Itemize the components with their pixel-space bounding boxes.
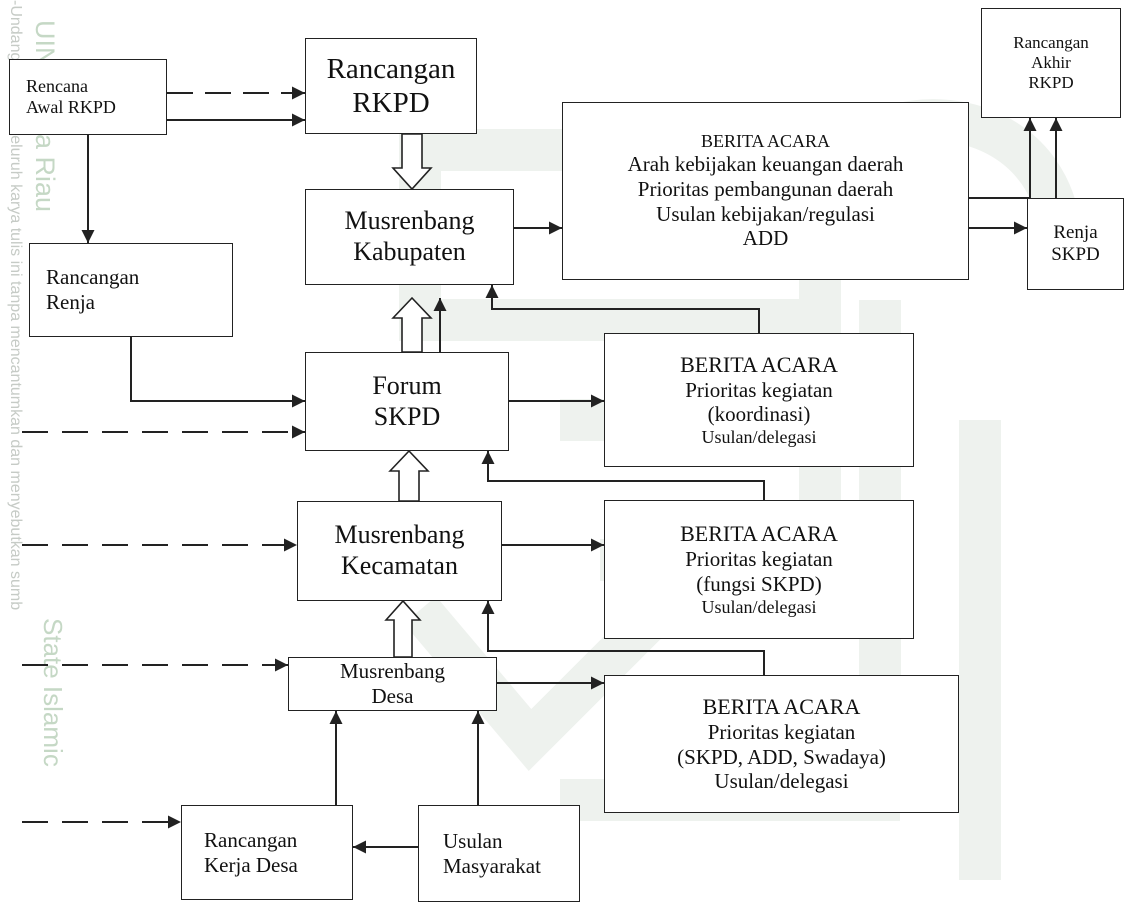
- box-berita-acara-kecamatan: BERITA ACARA Prioritas kegiatan (fungsi …: [604, 500, 914, 639]
- hollow-arrow-desa-to-kecamatan: [384, 599, 422, 658]
- berita1-line-4: Usulan kebijakan/regulasi: [656, 201, 875, 226]
- rancangan-kerja-line-2: Kerja Desa: [204, 852, 298, 877]
- rancangan-rkpd-line-2: RKPD: [352, 87, 430, 119]
- box-berita-acara-rkpd: BERITA ACARA Arah kebijakan keuangan dae…: [562, 102, 969, 280]
- box-berita-acara-forum: BERITA ACARA Prioritas kegiatan (koordin…: [604, 333, 914, 467]
- hollow-arrow-rkpd-to-kabupaten: [391, 133, 433, 191]
- berita3-line-2: Prioritas kegiatan: [685, 547, 833, 572]
- berita2-line-2: Prioritas kegiatan: [685, 377, 833, 402]
- berita1-line-3: Prioritas pembangunan daerah: [637, 176, 894, 201]
- forum-skpd-line-2: SKPD: [373, 401, 441, 431]
- box-rencana-awal-rkpd: Rencana Awal RKPD: [9, 59, 167, 135]
- box-rancangan-akhir-rkpd: Rancangan Akhir RKPD: [981, 8, 1121, 118]
- berita3-line-3: (fungsi SKPD): [696, 571, 822, 596]
- renja-skpd-line-2: SKPD: [1051, 244, 1100, 265]
- hollow-arrow-forum-to-kabupaten: [391, 296, 433, 353]
- berita4-line-2: Prioritas kegiatan: [707, 719, 856, 744]
- box-musrenbang-kabupaten: Musrenbang Kabupaten: [305, 189, 514, 285]
- kabupaten-line-2: Kabupaten: [353, 237, 466, 266]
- rancangan-akhir-line-2: Akhir: [1031, 52, 1071, 72]
- hollow-arrow-kecamatan-to-forum: [388, 449, 430, 502]
- rancangan-rkpd-line-1: Rancangan: [326, 52, 456, 85]
- feedback-berita3-to-forum: [481, 451, 765, 500]
- berita4-line-1: BERITA ACARA: [702, 693, 861, 719]
- berita4-line-3: (SKPD, ADD, Swadaya): [677, 744, 886, 769]
- box-forum-skpd: Forum SKPD: [305, 352, 509, 451]
- usulan-line-1: Usulan: [443, 828, 503, 853]
- box-musrenbang-kecamatan: Musrenbang Kecamatan: [297, 501, 502, 601]
- kecamatan-line-1: Musrenbang: [334, 520, 465, 550]
- forum-skpd-line-1: Forum: [372, 370, 442, 400]
- rancangan-akhir-line-1: Rancangan: [1013, 32, 1089, 52]
- usulan-line-2: Masyarakat: [443, 853, 541, 878]
- kabupaten-line-1: Musrenbang: [344, 206, 475, 236]
- box-rancangan-renja: Rancangan Renja: [29, 243, 233, 337]
- box-musrenbang-desa: Musrenbang Desa: [288, 657, 497, 711]
- renja-skpd-line-1: Renja: [1053, 221, 1098, 243]
- berita1-line-2: Arah kebijakan keuangan daerah: [627, 152, 904, 177]
- kecamatan-line-2: Kecamatan: [341, 551, 458, 580]
- box-rancangan-rkpd: Rancangan RKPD: [305, 38, 477, 134]
- feedback-berita2-to-kabupaten: [485, 285, 760, 333]
- rancangan-renja-line-1: Rancangan: [46, 265, 140, 290]
- berita2-line-1: BERITA ACARA: [680, 351, 838, 377]
- watermark-side-text: -Undang ian atau seluruh karya tulis ini…: [7, 0, 24, 611]
- desa-line-2: Desa: [371, 684, 414, 708]
- box-renja-skpd: Renja SKPD: [1027, 198, 1124, 290]
- rencana-awal-line-1: Rencana: [26, 75, 88, 96]
- berita2-line-4: Usulan/delegasi: [701, 427, 817, 448]
- desa-line-1: Musrenbang: [340, 659, 445, 684]
- box-usulan-masyarakat: Usulan Masyarakat: [418, 805, 580, 902]
- rancangan-akhir-line-3: RKPD: [1028, 73, 1074, 93]
- rancangan-renja-line-2: Renja: [46, 290, 95, 314]
- berita3-line-1: BERITA ACARA: [680, 521, 838, 547]
- feedback-berita4-to-kecamatan: [481, 601, 765, 675]
- box-rancangan-kerja-desa: Rancangan Kerja Desa: [181, 805, 353, 900]
- rencana-awal-line-2: Awal RKPD: [26, 97, 116, 117]
- watermark-state-text: State Islamic: [38, 618, 68, 767]
- berita2-line-3: (koordinasi): [707, 402, 811, 427]
- berita1-line-1: BERITA ACARA: [700, 130, 831, 151]
- rancangan-kerja-line-1: Rancangan: [204, 827, 298, 852]
- berita4-line-4: Usulan/delegasi: [714, 769, 849, 794]
- berita1-line-5: ADD: [742, 226, 789, 251]
- berita3-line-4: Usulan/delegasi: [701, 596, 817, 617]
- box-berita-acara-desa: BERITA ACARA Prioritas kegiatan (SKPD, A…: [604, 675, 959, 813]
- arrow-berita1-to-rancangan-akhir: [969, 118, 1037, 199]
- arrow-renja-to-forum: [130, 337, 305, 408]
